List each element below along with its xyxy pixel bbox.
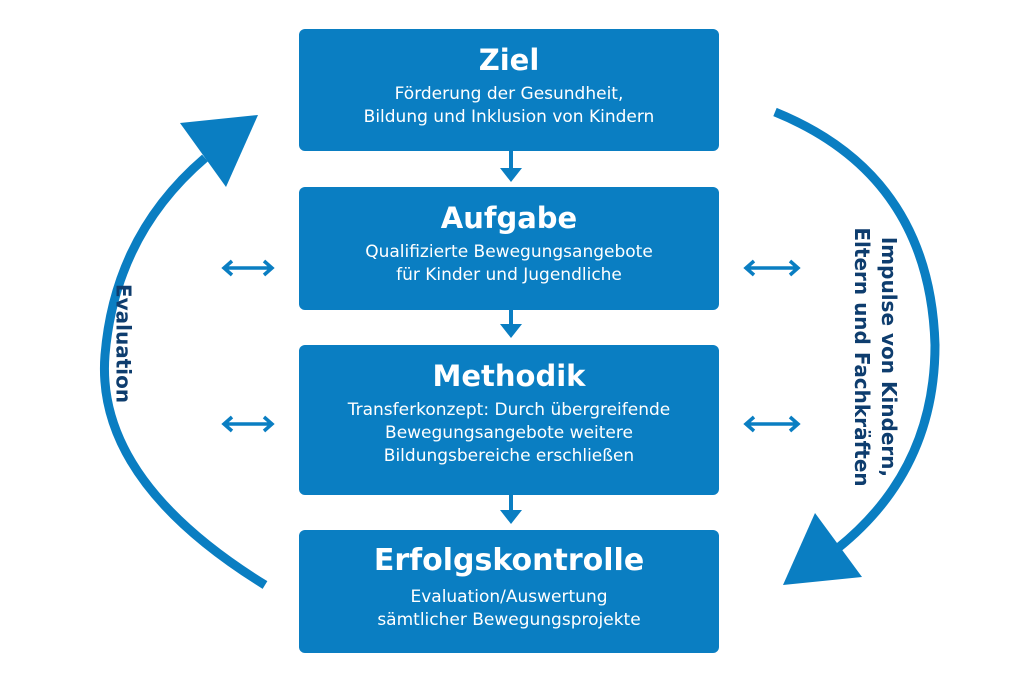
arrowhead-down-icon — [783, 513, 862, 585]
impulse-cycle-arrow — [773, 107, 940, 552]
box-text: für Kinder und Jugendliche — [396, 265, 622, 285]
impulse-label-line: Impulse von Kindern, — [877, 236, 901, 478]
box-text: Bildungsbereiche erschließen — [383, 446, 635, 466]
box-text: Bewegungsangebote weitere — [385, 423, 633, 443]
box-text: Evaluation/Auswertung — [410, 587, 608, 607]
box-ziel: Ziel Förderung der Gesundheit, Bildung u… — [299, 29, 719, 151]
box-text: Transferkonzept: Durch übergreifende — [347, 400, 671, 420]
down-arrows — [500, 151, 522, 524]
double-arrow-icons — [221, 259, 801, 433]
box-title: Methodik — [432, 359, 586, 393]
evaluation-label: Evaluation — [111, 283, 136, 404]
arrowhead-up-icon — [180, 115, 258, 187]
box-methodik: Methodik Transferkonzept: Durch übergrei… — [299, 345, 719, 495]
box-title: Aufgabe — [440, 201, 578, 235]
impulse-label: Impulse von Kindern, Eltern und Fachkräf… — [848, 222, 902, 492]
box-aufgabe: Aufgabe Qualifizierte Bewegungsangebote … — [299, 187, 719, 310]
box-text: Qualifizierte Bewegungsangebote — [365, 242, 653, 262]
box-erfolgskontrolle: Erfolgskontrolle Evaluation/Auswertung s… — [299, 530, 719, 653]
box-text: Förderung der Gesundheit, — [394, 84, 624, 104]
box-text: sämtlicher Bewegungsprojekte — [377, 610, 641, 630]
box-title: Erfolgskontrolle — [373, 543, 645, 578]
box-title: Ziel — [478, 43, 540, 77]
box-text: Bildung und Inklusion von Kindern — [363, 107, 655, 127]
impulse-label-line: Eltern und Fachkräften — [850, 227, 874, 487]
evaluation-cycle-arrow — [99, 154, 268, 589]
